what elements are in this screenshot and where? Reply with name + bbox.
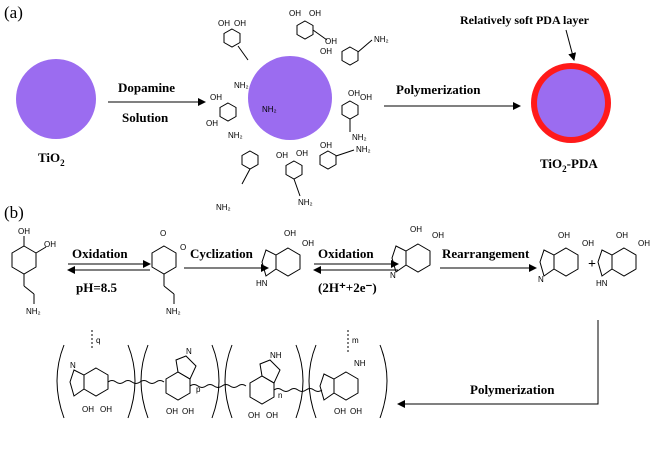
svg-text:OH: OH: [309, 9, 321, 18]
svg-text:OH: OH: [558, 231, 570, 240]
indole-isomer-1: OH OH N: [538, 231, 594, 284]
svg-text:OH: OH: [248, 411, 260, 420]
indole-isomer-2: OH OH HN: [596, 231, 650, 288]
svg-text:OH: OH: [582, 239, 594, 248]
svg-text:OH: OH: [325, 37, 337, 46]
svg-text:NH₂: NH₂: [352, 133, 367, 142]
svg-text:NH₂: NH₂: [26, 307, 41, 316]
svg-text:OH: OH: [320, 47, 332, 56]
svg-text:OH: OH: [284, 229, 296, 238]
step1-line2: Solution: [122, 110, 169, 125]
svg-text:NH₂: NH₂: [262, 105, 277, 114]
svg-text:NH₂: NH₂: [228, 131, 243, 140]
svg-text:m: m: [352, 336, 359, 345]
rearrangement-label: Rearrangement: [442, 246, 530, 261]
svg-text:N: N: [70, 361, 76, 370]
svg-text:OH: OH: [348, 89, 360, 98]
tio2-core: [537, 69, 605, 137]
dopaminechrome-structure: OH OH N: [390, 225, 444, 280]
svg-text:O: O: [160, 229, 166, 238]
tio2-label: TiO2: [38, 150, 65, 168]
svg-text:OH: OH: [166, 407, 178, 416]
dopaminequinone-structure: O O NH₂: [151, 229, 186, 316]
tio2-particle: [16, 59, 96, 139]
svg-text:OH: OH: [320, 141, 332, 150]
svg-text:N: N: [186, 347, 192, 356]
svg-text:OH: OH: [410, 225, 422, 234]
svg-text:N: N: [390, 271, 396, 280]
step1-line1: Dopamine: [118, 80, 175, 95]
svg-text:NH₂: NH₂: [166, 307, 181, 316]
svg-text:q: q: [96, 336, 100, 345]
svg-text:NH₂: NH₂: [374, 35, 389, 44]
cyclization-label: Cyclization: [190, 246, 254, 261]
svg-text:n: n: [278, 391, 282, 400]
svg-text:OH: OH: [334, 407, 346, 416]
svg-text:OH: OH: [360, 93, 372, 102]
plus-sign: +: [588, 257, 596, 272]
svg-text:OH: OH: [100, 405, 112, 414]
svg-text:OH: OH: [210, 93, 222, 102]
svg-text:N: N: [538, 275, 544, 284]
svg-text:OH: OH: [276, 151, 288, 160]
svg-text:OH: OH: [44, 240, 56, 249]
svg-text:OH: OH: [638, 239, 650, 248]
electrons-label: (2H⁺+2e⁻): [318, 280, 377, 295]
svg-text:HN: HN: [256, 279, 268, 288]
svg-text:OH: OH: [18, 227, 30, 236]
svg-text:NH: NH: [354, 359, 366, 368]
svg-text:OH: OH: [82, 405, 94, 414]
oxidation2-label: Oxidation: [318, 246, 374, 261]
callout-arrow: [565, 29, 577, 61]
svg-text:OH: OH: [289, 9, 301, 18]
svg-text:OH: OH: [616, 231, 628, 240]
svg-text:OH: OH: [432, 231, 444, 240]
pda-polymer: N OH OH q N OH OH p NH OH OH n NH OH OH m: [56, 330, 388, 420]
svg-text:OH: OH: [266, 411, 278, 420]
polymerization-arrow-b: [397, 320, 599, 408]
svg-text:NH₂: NH₂: [298, 198, 313, 207]
tio2-dopamine-particle: [248, 56, 332, 140]
svg-text:NH₂: NH₂: [234, 81, 249, 90]
step2-label: Polymerization: [396, 82, 481, 97]
svg-text:NH: NH: [270, 351, 282, 360]
svg-text:NH₂: NH₂: [216, 203, 231, 212]
svg-text:O: O: [180, 243, 186, 252]
svg-text:OH: OH: [296, 149, 308, 158]
dopamine-structure: OH OH NH₂: [11, 227, 56, 316]
svg-text:NH₂: NH₂: [356, 145, 371, 154]
panel-a-label: (a): [4, 3, 23, 22]
product-label: TiO2-PDA: [540, 156, 598, 174]
leucodopaminechrome-structure: OH OH HN: [256, 229, 314, 288]
svg-text:OH: OH: [182, 407, 194, 416]
svg-text:OH: OH: [350, 407, 362, 416]
oxidation1-label: Oxidation: [72, 246, 128, 261]
svg-text:OH: OH: [218, 19, 230, 28]
ph-label: pH=8.5: [76, 280, 117, 295]
svg-text:HN: HN: [596, 279, 608, 288]
svg-text:OH: OH: [206, 119, 218, 128]
svg-text:p: p: [196, 385, 201, 394]
svg-text:OH: OH: [234, 19, 246, 28]
panel-b-label: (b): [4, 203, 24, 222]
pda-callout: Relatively soft PDA layer: [460, 13, 590, 27]
polymerization-b-label: Polymerization: [470, 382, 555, 397]
svg-text:OH: OH: [302, 239, 314, 248]
